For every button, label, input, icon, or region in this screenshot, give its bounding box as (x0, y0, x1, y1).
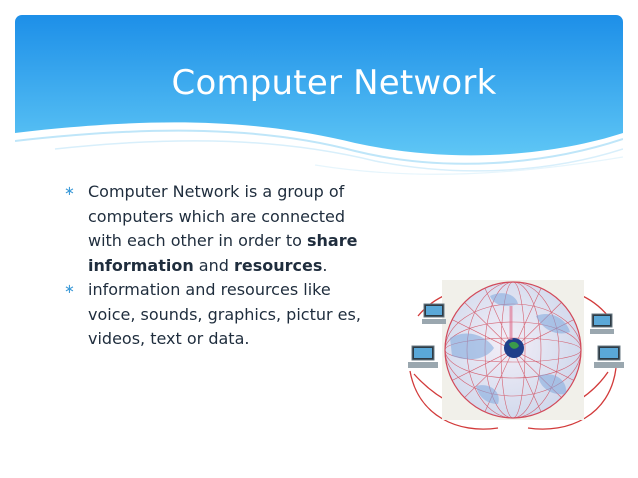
globe-network-icon (398, 276, 628, 438)
bullet-item: ∗ Computer Network is a group of compute… (64, 180, 374, 278)
bullet-list: ∗ Computer Network is a group of compute… (64, 180, 374, 352)
computer-icon (408, 345, 438, 368)
bullet-bold-text: share information (88, 231, 358, 275)
computer-icon (594, 345, 624, 368)
computer-icon (590, 313, 614, 334)
bullet-text: information and resources like voice, so… (88, 280, 361, 348)
bullet-item: ∗ information and resources like voice, … (64, 278, 374, 352)
bullet-bold-text: resources (233, 255, 323, 275)
bullet-marker-icon: ∗ (64, 184, 75, 199)
bullet-text: . (322, 255, 328, 275)
title-banner: Computer Network (15, 15, 623, 175)
bullet-marker-icon: ∗ (64, 282, 75, 297)
wave-banner-graphic (15, 15, 623, 175)
bullet-text: and (193, 255, 234, 275)
slide-title: Computer Network (171, 63, 497, 103)
bullet-text: Computer Network is a group of computers… (88, 182, 346, 250)
computer-icon (422, 303, 446, 324)
